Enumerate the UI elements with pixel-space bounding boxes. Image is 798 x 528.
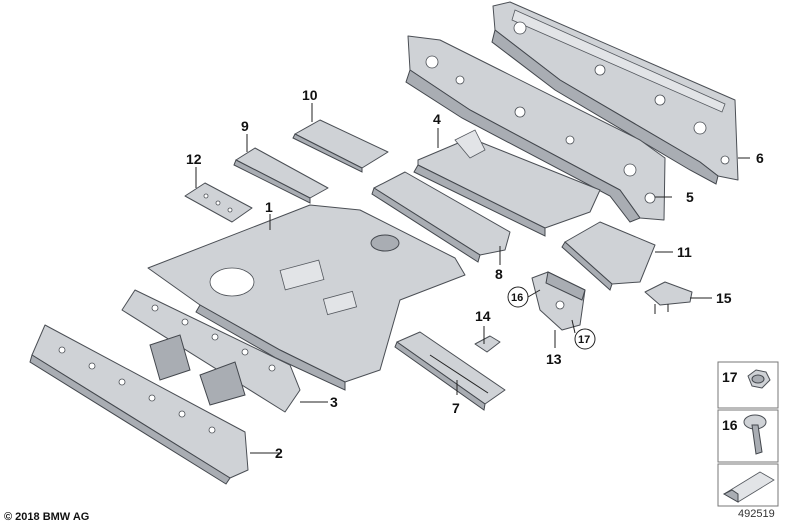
part-2-seat-cross-member — [29, 324, 249, 485]
diagram-id: 492519 — [738, 508, 775, 520]
hex-nut-icon — [747, 369, 771, 389]
leader-lines — [195, 103, 750, 454]
callout-3: 3 — [330, 394, 338, 410]
callout-17: 17 — [578, 334, 590, 346]
part-10-bracket — [292, 119, 389, 173]
part-11-side-tray — [561, 221, 656, 291]
callout-9: 9 — [241, 118, 249, 134]
callout-10: 10 — [302, 87, 318, 103]
part-6-rear-panel — [491, 1, 739, 185]
callout-16-circle — [507, 286, 529, 308]
callout-2: 2 — [275, 445, 283, 461]
bolt-icon — [743, 414, 767, 455]
part-15-bracket — [644, 281, 693, 314]
callout-7: 7 — [452, 400, 460, 416]
callout-4: 4 — [433, 111, 441, 127]
legend-nut-label: 17 — [722, 369, 738, 385]
part-12-reinforcement — [184, 182, 253, 223]
callout-17-circle — [574, 328, 596, 350]
legend-nut-box — [717, 361, 779, 409]
callout-1: 1 — [265, 199, 273, 215]
legend-bolt-label: 16 — [722, 417, 738, 433]
part-7-cross-member — [394, 331, 506, 411]
direction-arrow-icon — [722, 471, 775, 503]
callout-5: 5 — [686, 189, 694, 205]
part-9-support-rail — [233, 147, 329, 204]
part-4-floor-section — [413, 129, 601, 237]
part-14-clip — [474, 335, 501, 353]
callout-15: 15 — [716, 290, 732, 306]
callout-labels: 1 2 3 4 5 6 7 8 9 10 11 12 13 14 15 16 1… — [186, 87, 764, 461]
callout-12: 12 — [186, 151, 202, 167]
callout-16: 16 — [511, 292, 523, 304]
callout-6: 6 — [756, 150, 764, 166]
fastener-legend: 17 16 — [717, 361, 779, 507]
callout-8: 8 — [495, 266, 503, 282]
part-3-cross-member — [121, 289, 301, 413]
part-13-mount-bracket — [531, 271, 586, 331]
copyright-text: © 2018 BMW AG — [4, 511, 90, 523]
part-8-longitudinal-member — [371, 171, 511, 263]
callout-13: 13 — [546, 351, 562, 367]
part-1-rear-floor — [147, 204, 466, 391]
part-5-heel-panel — [405, 35, 666, 223]
callout-14: 14 — [475, 308, 491, 324]
callout-11: 11 — [677, 244, 692, 260]
